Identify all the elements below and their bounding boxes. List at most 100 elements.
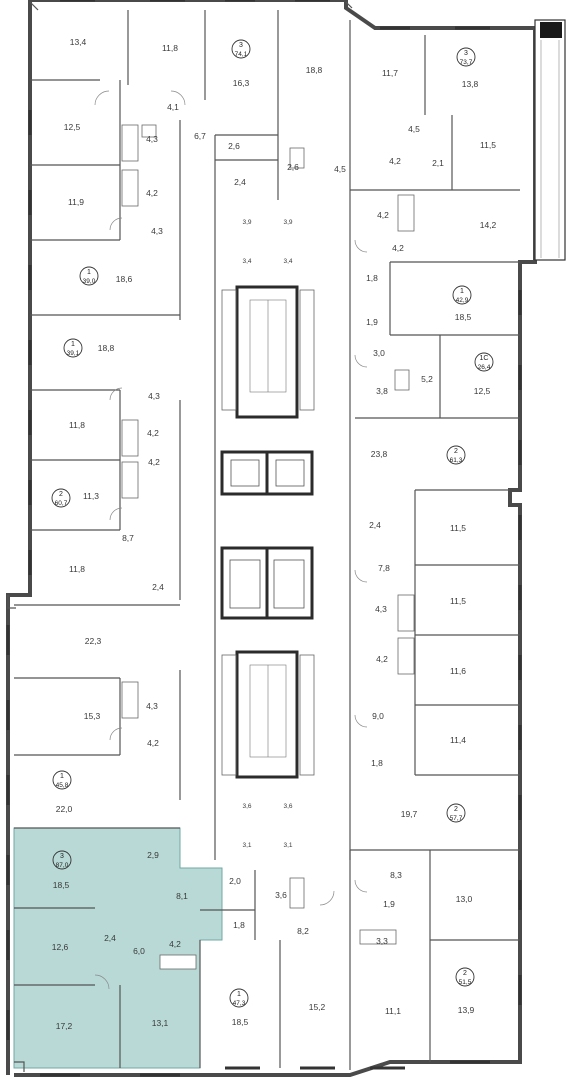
room-area: 18,6	[116, 274, 133, 284]
svg-text:1: 1	[87, 269, 91, 276]
room-area: 11,8	[69, 420, 85, 430]
room-area: 4,2	[376, 654, 388, 664]
room-area: 3,4	[242, 258, 251, 265]
room-area: 2,9	[147, 850, 159, 860]
apartment-marker[interactable]: 2 60,7	[51, 488, 71, 508]
room-area: 7,8	[378, 563, 390, 573]
room-area: 3,4	[283, 258, 292, 265]
svg-text:1С: 1С	[480, 355, 489, 362]
apartment-marker[interactable]: 3 87,0	[52, 850, 72, 870]
apartment-marker[interactable]: 2 57,7	[446, 803, 466, 823]
svg-text:2: 2	[454, 806, 458, 813]
svg-text:39,0: 39,0	[83, 278, 96, 285]
apartment-marker[interactable]: 3 73,7	[456, 47, 476, 67]
room-area: 11,5	[450, 523, 466, 533]
room-area: 6,7	[194, 131, 206, 141]
room-area: 8,1	[176, 891, 188, 901]
room-area: 11,1	[385, 1006, 401, 1016]
room-area: 4,5	[334, 164, 346, 174]
loggia	[534, 19, 566, 261]
svg-text:87,0: 87,0	[56, 862, 69, 869]
svg-text:26,4: 26,4	[478, 364, 491, 371]
room-area: 11,3	[83, 491, 99, 501]
room-area: 4,3	[146, 134, 158, 144]
room-area: 3,9	[242, 219, 251, 226]
room-area: 4,2	[377, 210, 389, 220]
room-area: 16,3	[233, 78, 250, 88]
room-area: 4,2	[169, 939, 181, 949]
room-area: 19,7	[401, 809, 418, 819]
room-area: 4,3	[151, 226, 163, 236]
svg-text:47,3: 47,3	[233, 1000, 246, 1007]
room-area: 12,6	[52, 942, 69, 952]
interior-walls	[14, 10, 520, 1070]
room-area: 3,0	[373, 348, 385, 358]
room-area: 2,6	[287, 162, 299, 172]
room-area: 4,5	[408, 124, 420, 134]
apartment-marker[interactable]: 1 47,3	[229, 988, 249, 1008]
windows	[6, 0, 522, 1077]
room-area: 17,2	[56, 1021, 73, 1031]
room-area-labels: 13,4 11,8 16,3 18,8 11,7 13,8 4,1 12,5 4…	[56, 37, 497, 1027]
svg-text:2: 2	[59, 491, 63, 498]
room-area: 15,3	[84, 711, 101, 721]
room-area: 11,4	[450, 735, 466, 745]
room-area: 8,3	[390, 870, 402, 880]
room-area: 11,5	[450, 596, 466, 606]
room-area: 13,8	[462, 79, 479, 89]
room-area: 11,9	[68, 197, 84, 207]
room-area: 22,3	[85, 636, 102, 646]
room-area: 18,5	[232, 1017, 249, 1027]
svg-text:3: 3	[60, 853, 64, 860]
svg-text:1: 1	[60, 773, 64, 780]
room-area: 9,0	[372, 711, 384, 721]
room-area: 18,5	[455, 312, 472, 322]
apartment-marker[interactable]: 1 39,0	[79, 266, 99, 286]
room-area: 13,4	[70, 37, 87, 47]
room-area: 4,3	[146, 701, 158, 711]
apartment-markers: 3 74,1 3 73,7 1 39,0 1 42,9 1 39,1 1С 26…	[51, 39, 494, 1008]
room-area: 1,9	[366, 317, 378, 327]
room-area: 2,4	[234, 177, 246, 187]
room-area: 3,1	[283, 842, 292, 849]
room-area: 6,0	[133, 946, 145, 956]
room-area: 13,1	[152, 1018, 169, 1028]
svg-text:42,9: 42,9	[456, 297, 469, 304]
room-area: 4,2	[148, 457, 160, 467]
apartment-marker[interactable]: 1 45,8	[52, 770, 72, 790]
room-area: 8,7	[122, 533, 134, 543]
svg-text:1: 1	[237, 991, 241, 998]
svg-text:1: 1	[460, 288, 464, 295]
room-area: 11,7	[382, 68, 398, 78]
room-area: 11,5	[480, 140, 496, 150]
room-area: 15,2	[309, 1002, 326, 1012]
room-area: 3,1	[242, 842, 251, 849]
room-area: 18,8	[98, 343, 115, 353]
room-area: 3,6	[283, 803, 292, 810]
apartment-marker[interactable]: 1 39,1	[63, 338, 83, 358]
room-area: 5,2	[421, 374, 433, 384]
room-area: 3,9	[283, 219, 292, 226]
svg-text:60,7: 60,7	[55, 500, 68, 507]
room-area: 3,6	[242, 803, 251, 810]
room-area: 4,1	[167, 102, 179, 112]
room-area: 2,6	[228, 141, 240, 151]
room-area: 1,8	[233, 920, 245, 930]
svg-text:51,5: 51,5	[459, 979, 472, 986]
apartment-marker[interactable]: 1 42,9	[452, 285, 472, 305]
room-area: 2,4	[369, 520, 381, 530]
room-area: 2,0	[229, 876, 241, 886]
apartment-marker[interactable]: 2 61,3	[446, 445, 466, 465]
room-area: 2,4	[152, 582, 164, 592]
room-area: 4,2	[389, 156, 401, 166]
svg-text:39,1: 39,1	[67, 350, 80, 357]
highlighted-apartment[interactable]	[13, 827, 223, 1069]
apartment-marker[interactable]: 2 51,5	[455, 967, 475, 987]
svg-text:2: 2	[454, 448, 458, 455]
apartment-marker[interactable]: 3 74,1	[231, 39, 251, 59]
room-area: 3,6	[275, 890, 287, 900]
apartment-marker[interactable]: 1С 26,4	[474, 352, 494, 372]
room-area: 2,4	[104, 933, 116, 943]
room-area: 13,0	[456, 894, 473, 904]
